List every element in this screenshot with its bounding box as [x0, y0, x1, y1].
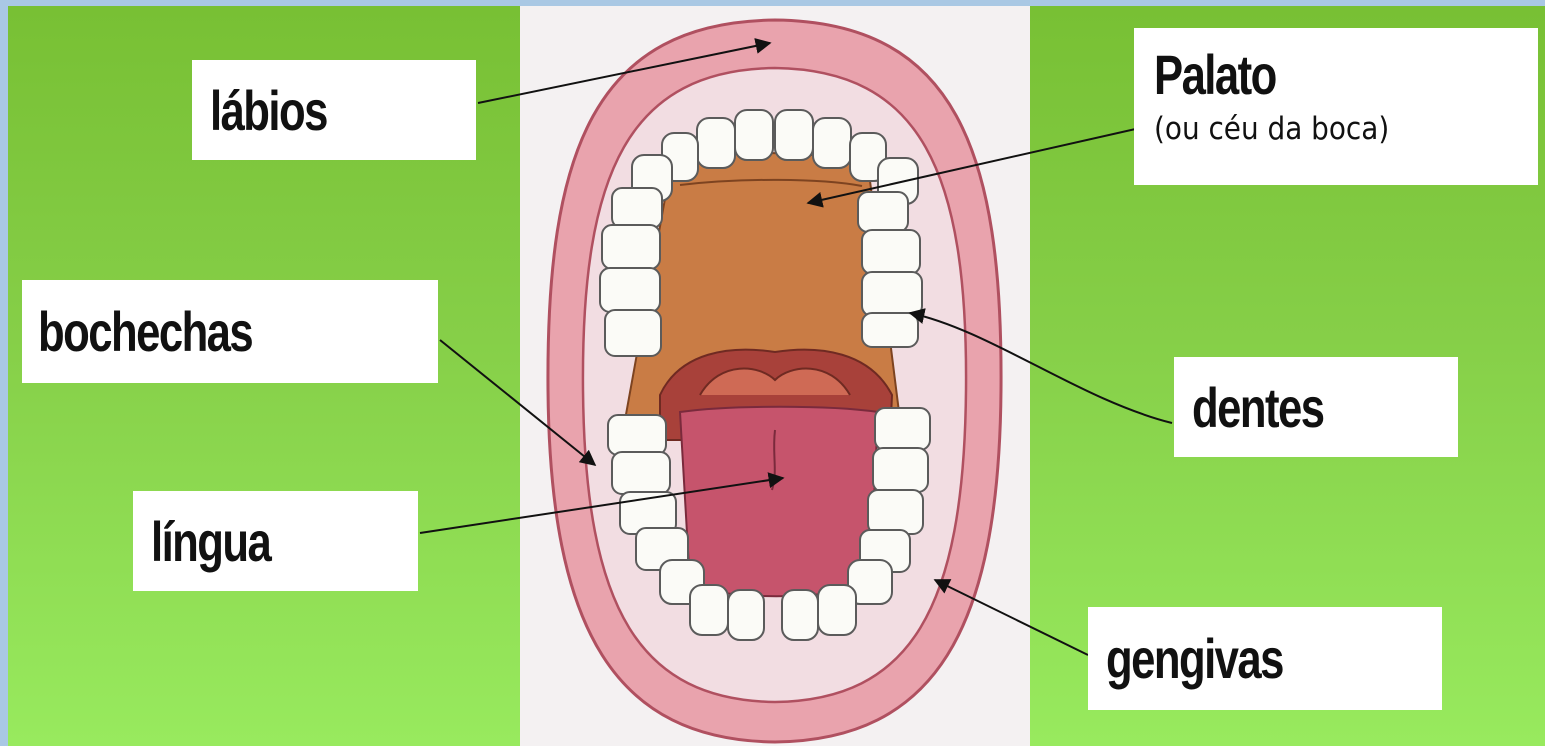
label-palato-text: Palato — [1154, 42, 1276, 107]
label-palato-subtitle: (ou céu da boca) — [1154, 111, 1538, 147]
label-bochechas: bochechas — [22, 280, 438, 383]
label-gengivas: gengivas — [1088, 607, 1442, 710]
label-gengivas-text: gengivas — [1106, 626, 1283, 691]
label-lingua: língua — [133, 491, 418, 591]
label-dentes: dentes — [1174, 357, 1458, 457]
label-labios: lábios — [192, 60, 476, 160]
label-palato: Palato (ou céu da boca) — [1134, 28, 1538, 185]
label-lingua-text: língua — [151, 509, 270, 574]
label-dentes-text: dentes — [1192, 375, 1323, 440]
label-labios-text: lábios — [210, 78, 327, 143]
label-bochechas-text: bochechas — [38, 299, 252, 364]
